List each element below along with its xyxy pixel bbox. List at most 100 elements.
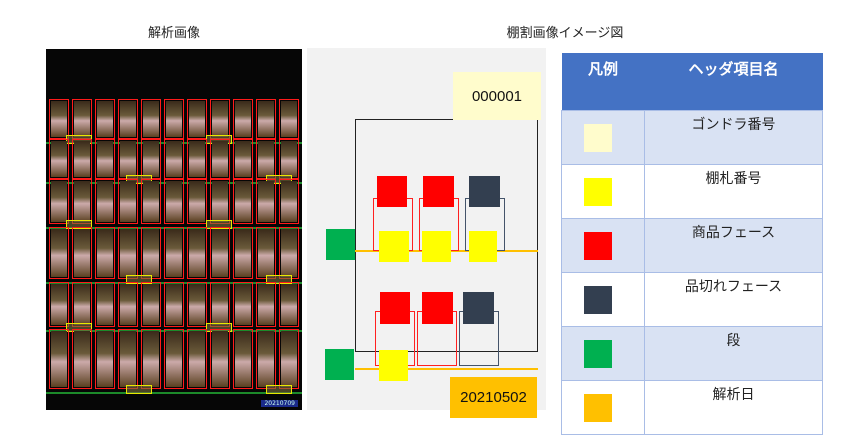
legend-table: 凡例ヘッダ項目名 ゴンドラ番号 棚札番号 商品フェース 品切れフェース 段 解析… bbox=[561, 53, 823, 435]
detected-face-box bbox=[210, 139, 230, 179]
detected-tag-box bbox=[266, 385, 292, 394]
stockout-face bbox=[463, 292, 494, 324]
detected-face-box bbox=[141, 179, 161, 224]
detected-face-box bbox=[256, 139, 276, 179]
product-photo bbox=[235, 284, 251, 325]
detected-face-box bbox=[210, 179, 230, 224]
detected-tag-box bbox=[66, 220, 92, 229]
product-photo bbox=[281, 331, 297, 387]
photo-date-stamp: 20210709 bbox=[261, 400, 298, 407]
detected-face-box bbox=[49, 282, 69, 327]
product-photo bbox=[74, 141, 90, 177]
legend-row: 商品フェース bbox=[561, 218, 823, 273]
shelf-line bbox=[355, 368, 538, 370]
detected-face-box bbox=[233, 282, 253, 327]
product-photo bbox=[166, 181, 182, 222]
product-photo bbox=[281, 229, 297, 277]
product-photo bbox=[258, 331, 274, 387]
product-photo bbox=[258, 181, 274, 222]
product-photo bbox=[97, 181, 113, 222]
detected-face-box bbox=[118, 282, 138, 327]
detected-face-box bbox=[72, 282, 92, 327]
detected-face-box bbox=[279, 329, 299, 389]
detected-shelf-line bbox=[46, 282, 302, 284]
product-photo bbox=[189, 331, 205, 387]
product-photo bbox=[258, 284, 274, 325]
product-photo bbox=[97, 229, 113, 277]
product-photo bbox=[189, 141, 205, 177]
detected-tag-box bbox=[126, 385, 152, 394]
detected-face-box bbox=[279, 139, 299, 179]
gondola-number-label: 000001 bbox=[453, 72, 541, 120]
product-photo bbox=[235, 101, 251, 137]
product-photo bbox=[51, 284, 67, 325]
detected-face-box bbox=[95, 282, 115, 327]
shelf-tag bbox=[379, 350, 408, 381]
product-face bbox=[377, 176, 407, 207]
detected-shelf-line bbox=[46, 227, 302, 229]
shelf-tier bbox=[325, 349, 354, 380]
detected-face-box bbox=[164, 227, 184, 279]
product-photo bbox=[212, 141, 228, 177]
color-swatch bbox=[584, 178, 612, 206]
detected-face-box bbox=[118, 179, 138, 224]
product-photo bbox=[212, 284, 228, 325]
product-photo bbox=[235, 331, 251, 387]
detected-face-box bbox=[49, 179, 69, 224]
detected-face-box bbox=[95, 99, 115, 139]
detected-face-box bbox=[72, 99, 92, 139]
legend-label: ゴンドラ番号 bbox=[644, 110, 823, 165]
detected-face-box bbox=[210, 282, 230, 327]
legend-label: 商品フェース bbox=[644, 218, 823, 273]
detected-face-box bbox=[187, 99, 207, 139]
product-photo bbox=[281, 284, 297, 325]
detected-face-box bbox=[141, 329, 161, 389]
color-swatch bbox=[584, 286, 612, 314]
product-photo bbox=[97, 331, 113, 387]
product-photo bbox=[51, 141, 67, 177]
product-face bbox=[422, 292, 453, 324]
product-photo bbox=[143, 229, 159, 277]
detected-face-box bbox=[164, 139, 184, 179]
shelf-tag bbox=[469, 231, 497, 262]
detected-face-box bbox=[118, 139, 138, 179]
product-photo bbox=[143, 101, 159, 137]
detected-face-box bbox=[187, 227, 207, 279]
detected-face-box bbox=[256, 227, 276, 279]
detected-face-box bbox=[187, 329, 207, 389]
product-photo bbox=[189, 101, 205, 137]
product-photo bbox=[97, 284, 113, 325]
detected-face-box bbox=[187, 139, 207, 179]
detected-face-box bbox=[233, 99, 253, 139]
detected-face-box bbox=[256, 329, 276, 389]
product-photo bbox=[74, 229, 90, 277]
detected-face-box bbox=[256, 179, 276, 224]
detected-face-box bbox=[118, 227, 138, 279]
product-photo bbox=[120, 101, 136, 137]
legend-row: 段 bbox=[561, 326, 823, 381]
item-name-header: ヘッダ項目名 bbox=[644, 53, 823, 111]
product-photo bbox=[235, 141, 251, 177]
photo-title: 解析画像 bbox=[147, 26, 200, 41]
product-photo bbox=[258, 141, 274, 177]
product-photo bbox=[143, 141, 159, 177]
product-photo bbox=[166, 101, 182, 137]
detected-face-box bbox=[72, 139, 92, 179]
legend-label: 解析日 bbox=[644, 380, 823, 435]
product-photo bbox=[143, 181, 159, 222]
detected-face-box bbox=[49, 139, 69, 179]
product-photo bbox=[74, 284, 90, 325]
detected-face-box bbox=[118, 99, 138, 139]
product-photo bbox=[120, 331, 136, 387]
detected-face-box bbox=[256, 99, 276, 139]
legend-row: 解析日 bbox=[561, 380, 823, 435]
product-photo bbox=[281, 181, 297, 222]
product-photo bbox=[166, 141, 182, 177]
product-photo bbox=[235, 181, 251, 222]
detected-face-box bbox=[187, 282, 207, 327]
product-photo bbox=[235, 229, 251, 277]
product-photo bbox=[189, 181, 205, 222]
product-photo bbox=[120, 141, 136, 177]
detected-face-box bbox=[72, 179, 92, 224]
detected-face-box bbox=[279, 227, 299, 279]
